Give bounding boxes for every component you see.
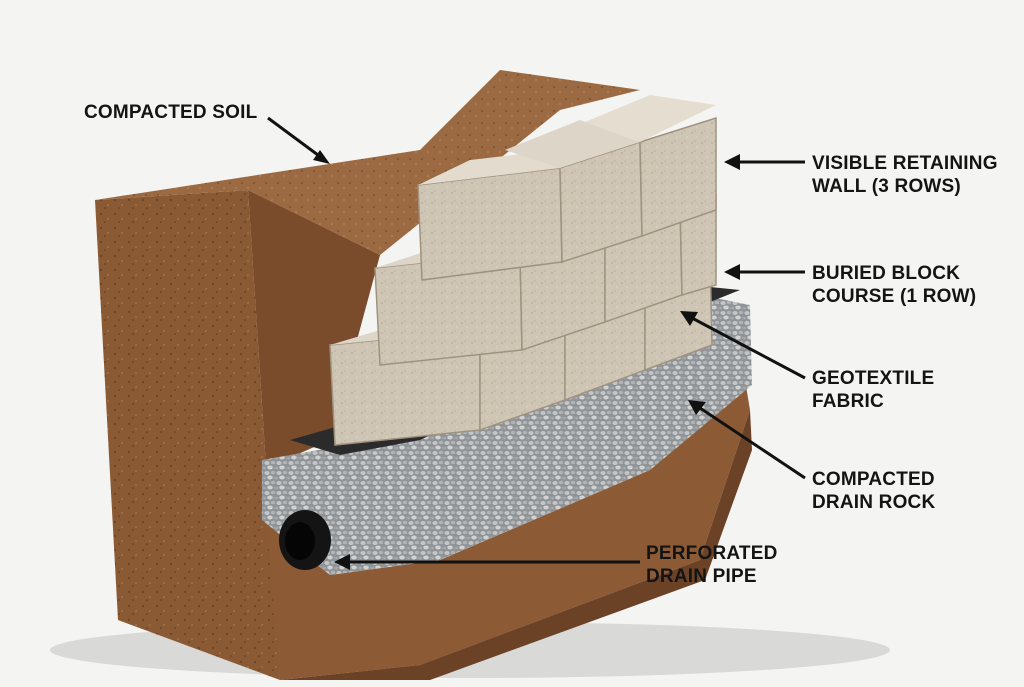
label-drain-rock-line1: COMPACTED [812, 469, 935, 490]
callout-arrows [267, 116, 806, 570]
soil-top-face [95, 70, 640, 255]
label-visible-wall-line1: VISIBLE RETAINING [812, 153, 998, 174]
arrow-geotextile [680, 311, 806, 380]
block-wall [329, 95, 717, 446]
drain-pipe-opening [285, 522, 315, 560]
arrow-buried-course [724, 264, 805, 280]
label-drain-pipe-line1: PERFORATED [646, 543, 778, 564]
arrow-visible-wall [724, 154, 805, 170]
label-geotextile-line1: GEOTEXTILE [812, 368, 935, 389]
label-buried-course-line2: COURSE (1 ROW) [812, 286, 977, 307]
label-buried-course: BURIED BLOCK COURSE (1 ROW) [812, 262, 976, 308]
arrow-drain-pipe [334, 554, 640, 570]
soil-base [262, 380, 750, 680]
label-drain-rock-line2: DRAIN ROCK [812, 492, 936, 513]
label-drain-pipe-line2: DRAIN PIPE [646, 566, 757, 587]
label-drain-rock: COMPACTED DRAIN ROCK [812, 468, 935, 514]
label-geotextile-line2: FABRIC [812, 391, 884, 412]
soil-front-face [95, 190, 280, 680]
label-buried-course-line1: BURIED BLOCK [812, 263, 961, 284]
arrow-drain-rock [688, 400, 806, 480]
label-visible-wall: VISIBLE RETAINING WALL (3 ROWS) [812, 152, 998, 198]
label-compacted-soil: COMPACTED SOIL [84, 101, 257, 124]
block-row-top [417, 95, 717, 281]
label-visible-wall-line2: WALL (3 ROWS) [812, 176, 961, 197]
label-geotextile: GEOTEXTILE FABRIC [812, 367, 934, 413]
label-drain-pipe: PERFORATED DRAIN PIPE [646, 542, 777, 588]
arrow-compacted-soil [267, 116, 330, 164]
label-compacted-soil-text: COMPACTED SOIL [84, 102, 258, 123]
